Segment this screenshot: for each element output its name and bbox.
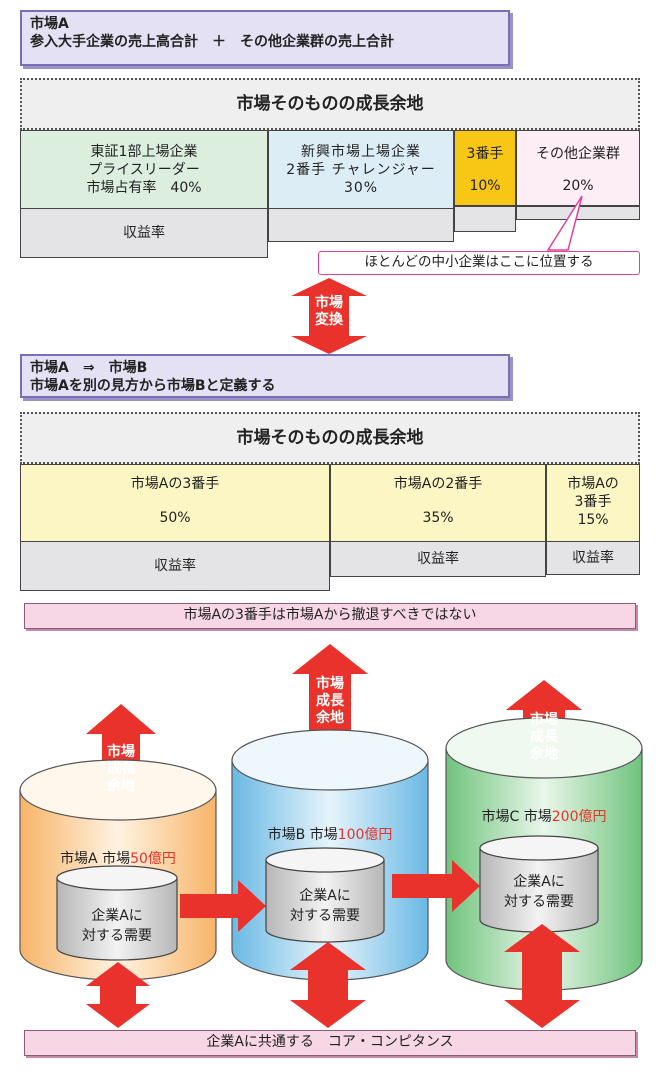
section1-growth-label: 市場そのものの成長余地 [236,94,424,114]
cylinder-b-value: 100億円 [337,827,393,843]
section1-title-line2: 参入大手企業の売上高合計 ＋ その他企業群の売上合計 [30,34,394,50]
demand-label-b: 企業Aに 対する需要 [270,886,380,926]
growth-label-a-3: 余地 [107,778,135,794]
demand-label-b-2: 対する需要 [290,908,360,924]
s2-banner: 市場Aの3番手は市場Aから撤退すべきではない [24,603,636,629]
s1-cell-challenger-line1: 新興市場上場企業 [301,144,421,160]
demand-label-b-1: 企業Aに [299,888,351,904]
cylinder-a-name: 市場A 市場 [60,851,131,867]
demand-label-c-1: 企業Aに [513,874,565,890]
cylinder-b-name: 市場B 市場 [267,827,338,843]
demand-cylinder-c [479,835,599,933]
transform-label-line2: 変換 [315,312,343,328]
section3-diagram [19,644,643,1028]
s1-cell-challenger-line2: 2番手 チャレンジャー [286,162,436,178]
core-arrow-a [86,962,150,1028]
growth-label-b-3: 余地 [316,710,344,726]
transform-double-arrow [291,278,367,354]
s1-cell-leader-line1: 東証1部上場企業 [90,144,198,160]
s1-cell-leader-line3: 市場占有率 40% [86,180,202,196]
cylinder-a-label: 市場A 市場50億円 [30,848,206,868]
growth-label-c: 市場 成長 余地 [519,712,569,763]
section2-growth-label: 市場そのものの成長余地 [236,428,424,448]
cylinder-b-label: 市場B 市場100億円 [238,824,422,844]
s1-cell-challenger-line3: 30% [343,180,379,196]
transform-label-line1: 市場 [315,295,343,311]
core-competence-bar: 企業Aに共通する コア・コンピタンス [24,1030,636,1056]
section2-growth-box: 市場そのものの成長余地 [20,412,640,464]
growth-label-b-2: 成長 [316,693,344,709]
s1-cell-third: 3番手 10% [454,130,516,206]
core-competence-text: 企業Aに共通する コア・コンピタンス [206,1034,454,1050]
core-arrow-c [504,924,580,1028]
demand-label-c: 企業Aに 対する需要 [484,872,594,912]
growth-label-c-2: 成長 [530,729,558,745]
s2-profit-a3b: 収益率 [546,541,640,575]
s1-cell-others-line2: 20% [562,178,594,194]
s1-callout: ほとんどの中小企業はここに位置する [318,251,640,275]
growth-label-c-1: 市場 [530,712,558,728]
section2-title: 市場A ⇒ 市場B 市場Aを別の見方から市場Bと定義する [20,354,510,398]
transform-label: 市場 変換 [301,295,357,329]
s1-cell-leader-line2: プライスリーダー [88,162,200,178]
s1-profit-third [454,206,516,232]
cylinder-a-value: 50億円 [130,851,176,867]
cylinder-c-name: 市場C 市場 [481,809,552,825]
s1-cell-third-line1: 3番手 [466,146,504,162]
section2-title-line1: 市場A ⇒ 市場B [30,360,148,376]
demand-label-a-2: 対する需要 [82,928,152,944]
growth-label-a-1: 市場 [107,744,135,760]
cylinder-c-label: 市場C 市場200億円 [452,806,636,826]
s2-banner-text: 市場Aの3番手は市場Aから撤退すべきではない [183,607,477,623]
s2-cell-a3-line1: 市場Aの3番手 [130,476,220,492]
s2-profit-a2: 収益率 [330,541,546,577]
demand-label-a: 企業Aに 対する需要 [62,906,172,946]
s2-cell-a2-line2: 35% [422,510,454,526]
demand-cylinder-b [265,847,385,943]
s1-callout-text: ほとんどの中小企業はここに位置する [364,254,594,270]
growth-label-a-2: 成長 [107,761,135,777]
demand-label-a-1: 企業Aに [91,908,143,924]
s2-cell-a2: 市場Aの2番手 35% [330,464,546,542]
section2-title-line2: 市場Aを別の見方から市場Bと定義する [30,378,276,394]
s1-cell-third-line2: 10% [469,178,501,194]
s2-profit-a3-label: 収益率 [154,558,196,574]
callout-pointer [546,195,583,251]
section1-title: 市場A 参入大手企業の売上高合計 ＋ その他企業群の売上合計 [20,10,510,66]
s2-cell-a3b-line3: 15% [577,512,609,528]
s2-cell-a3b: 市場Aの 3番手 15% [546,464,640,542]
growth-label-b-1: 市場 [316,676,344,692]
section1-title-line1: 市場A [30,16,69,32]
growth-label-b: 市場 成長 余地 [305,676,355,727]
section1-growth-box: 市場そのものの成長余地 [20,78,640,130]
arrow-a-to-b [180,880,266,932]
core-arrow-b [290,942,366,1028]
s2-profit-a3b-label: 収益率 [572,550,614,566]
s1-cell-leader: 東証1部上場企業 プライスリーダー 市場占有率 40% [20,130,268,210]
demand-label-c-2: 対する需要 [504,894,574,910]
s2-cell-a2-line1: 市場Aの2番手 [393,476,483,492]
arrow-b-to-c [392,860,480,912]
s1-cell-others-line1: その他企業群 [536,146,620,162]
s2-cell-a3b-line1: 市場Aの [567,476,619,492]
s1-profit-label: 収益率 [123,225,165,241]
cylinder-c-value: 200億円 [551,809,607,825]
s1-cell-others: その他企業群 20% [516,130,640,206]
s1-profit-challenger [268,208,454,242]
growth-label-a: 市場 成長 余地 [96,744,146,795]
s1-cell-challenger: 新興市場上場企業 2番手 チャレンジャー 30% [268,130,454,210]
s2-profit-a2-label: 収益率 [417,551,459,567]
demand-cylinder-a [56,865,178,961]
s2-profit-a3: 収益率 [20,541,330,591]
s2-cell-a3-line2: 50% [159,510,191,526]
growth-label-c-3: 余地 [530,746,558,762]
s2-cell-a3b-line2: 3番手 [574,494,612,510]
s2-cell-a3: 市場Aの3番手 50% [20,464,330,542]
s1-profit-leader: 収益率 [20,208,268,258]
